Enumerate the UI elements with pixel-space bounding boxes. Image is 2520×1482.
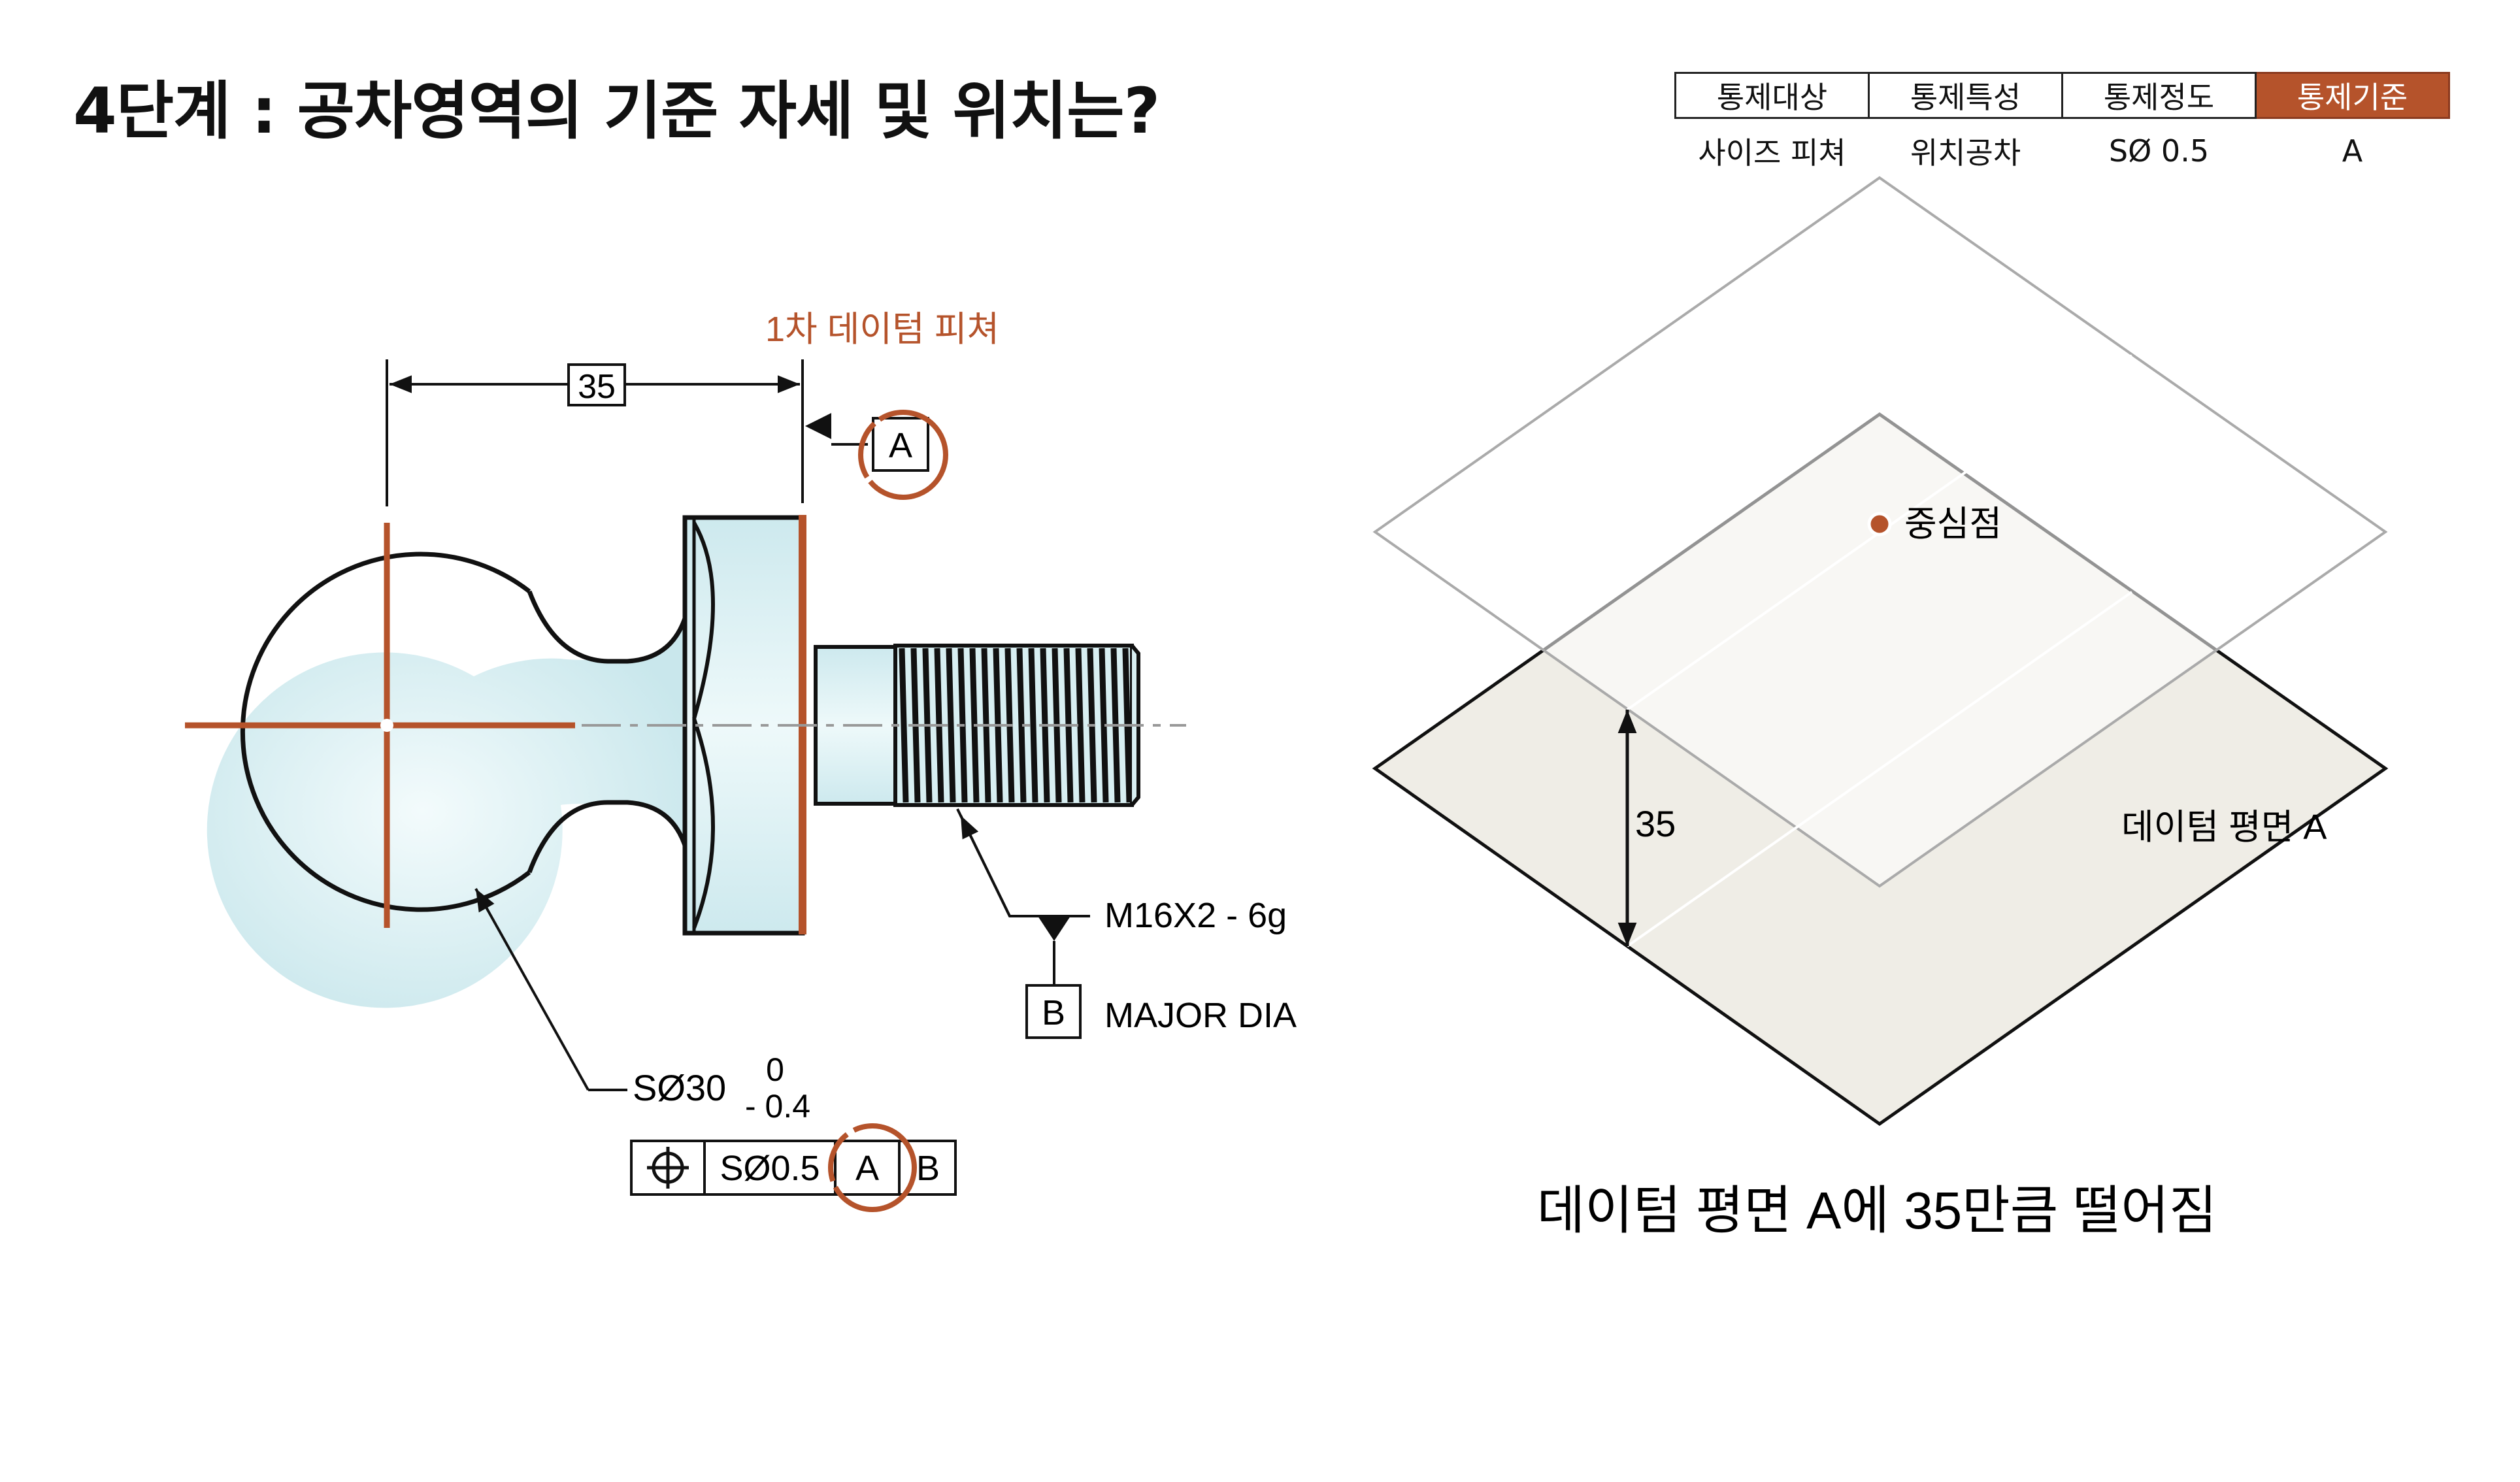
ball-outline (240, 552, 531, 912)
thread-line (1028, 648, 1038, 803)
control-table: 통제대상 통제특성 통제정도 통제기준 사이즈 피쳐 위치공차 SØ 0.5 A (1674, 72, 2450, 179)
part-drawing: 35 1차 데이텀 피쳐 A M16X2 - 6g B MAJOR DIA SØ… (185, 310, 1297, 1212)
value-control-degree: SØ 0.5 (2108, 133, 2210, 169)
header-control-degree: 통제정도 (2061, 72, 2257, 119)
ball-and-neck (207, 614, 687, 1008)
datum-plane-label: 데이텀 평면 A (2121, 808, 2327, 847)
primary-datum-label: 1차 데이텀 피쳐 (765, 310, 999, 349)
major-dia-label: MAJOR DIA (1104, 996, 1297, 1035)
value-control-target: 사이즈 피쳐 (1698, 135, 1846, 171)
neck-upper-outline (527, 590, 689, 664)
thread-line (1099, 648, 1109, 803)
datum-a-text: A (889, 426, 912, 465)
thread-line (899, 648, 909, 803)
fcf-datum-a-highlight-circle (828, 1123, 917, 1212)
iso-caption: 데이텀 평면 A에 35만큼 떨어짐 (1537, 1181, 2217, 1240)
datum-b-text: B (1042, 993, 1065, 1032)
iso-diagram: 35 중심점 데이텀 평면 A 데이텀 평면 A에 35만큼 떨어짐 (1372, 176, 2389, 1240)
center-point-dot (1867, 512, 1892, 536)
tolerance-lower: - 0.4 (745, 1088, 810, 1125)
thread-line (1016, 648, 1027, 803)
offset-35-text: 35 (1635, 803, 1676, 844)
dimension-35-text: 35 (578, 368, 616, 406)
header-control-datum: 통제기준 (2255, 72, 2450, 119)
center-point-label: 중심점 (1904, 504, 2002, 544)
fcf-datum-b: B (916, 1149, 940, 1188)
neck-lower-outline (527, 800, 689, 874)
thread-line (1075, 648, 1086, 803)
thread-callout: M16X2 - 6g (1104, 896, 1287, 935)
tolerance-upper: 0 (766, 1051, 784, 1088)
page-title: 4단계 : 공차영역의 기준 자세 및 위치는? (73, 74, 1160, 148)
fcf-tolerance: SØ0.5 (720, 1149, 820, 1188)
value-control-characteristic: 위치공차 (1910, 135, 2021, 171)
datum-box-b (1025, 984, 1082, 1039)
header-control-characteristic: 통제특성 (1868, 72, 2063, 119)
value-control-datum: A (2342, 133, 2363, 169)
control-table-value-row: 사이즈 피쳐 위치공차 SØ 0.5 A (1676, 118, 2449, 180)
datum-triangle-b (1038, 916, 1070, 941)
header-control-target: 통제대상 (1674, 72, 1870, 119)
thread-line (946, 648, 956, 803)
position-icon (647, 1147, 689, 1189)
fcf-datum-a: A (855, 1149, 879, 1188)
control-table-header-row: 통제대상 통제특성 통제정도 통제기준 (1674, 72, 2450, 119)
datum-box-a (872, 417, 929, 472)
datum-a-highlight-circle (858, 410, 948, 500)
datum-triangle-a (805, 413, 831, 439)
sphere-size-text: SØ30 (633, 1067, 726, 1108)
feature-control-frame: SØ0.5 A B (630, 1123, 957, 1212)
